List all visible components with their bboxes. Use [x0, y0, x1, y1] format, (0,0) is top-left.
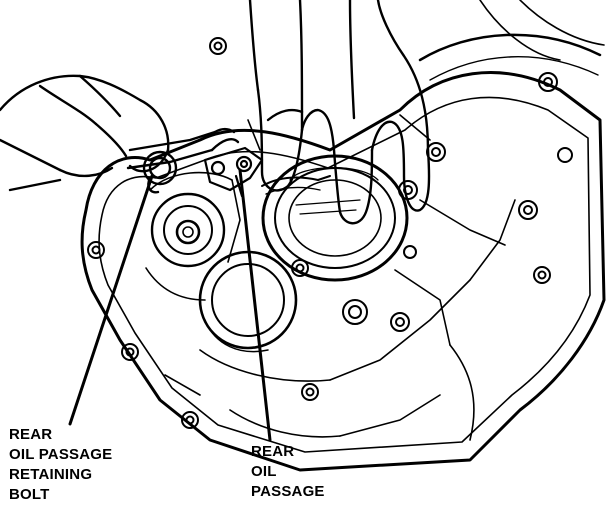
callout-line: BOLT: [9, 486, 50, 503]
right-hand: [248, 0, 431, 225]
callout-line: OIL: [251, 463, 277, 480]
housing-wall-inner: [429, 56, 599, 81]
callout-line: PASSAGE: [251, 483, 325, 500]
housing-wall: [418, 33, 602, 62]
leader-lines: [68, 168, 272, 442]
callout-line: OIL PASSAGE: [9, 446, 113, 463]
callout-line: REAR: [251, 443, 295, 460]
case-flange-outline: [80, 71, 606, 472]
leader-bolt: [68, 174, 154, 426]
left-hand: [0, 74, 170, 192]
callout-rear-oil-passage: REAR OIL PASSAGE: [251, 442, 325, 502]
left-bearing-bore: [150, 192, 226, 268]
oil-passage-bolt: [203, 146, 264, 198]
lower-bearing-bore: [198, 250, 298, 353]
callout-line: REAR: [9, 426, 53, 443]
casting-ribs: [145, 114, 516, 441]
case-flange-inner-lip: [98, 96, 591, 453]
flange-bolt-holes: [87, 37, 573, 429]
wrench: [126, 127, 240, 194]
callout-line: RETAINING: [9, 466, 93, 483]
leader-passage: [238, 168, 272, 442]
housing-rib: [479, 0, 561, 61]
housing-rib-2: [519, 0, 605, 46]
callout-rear-oil-passage-retaining-bolt: REAR OIL PASSAGE RETAINING BOLT: [9, 425, 112, 505]
